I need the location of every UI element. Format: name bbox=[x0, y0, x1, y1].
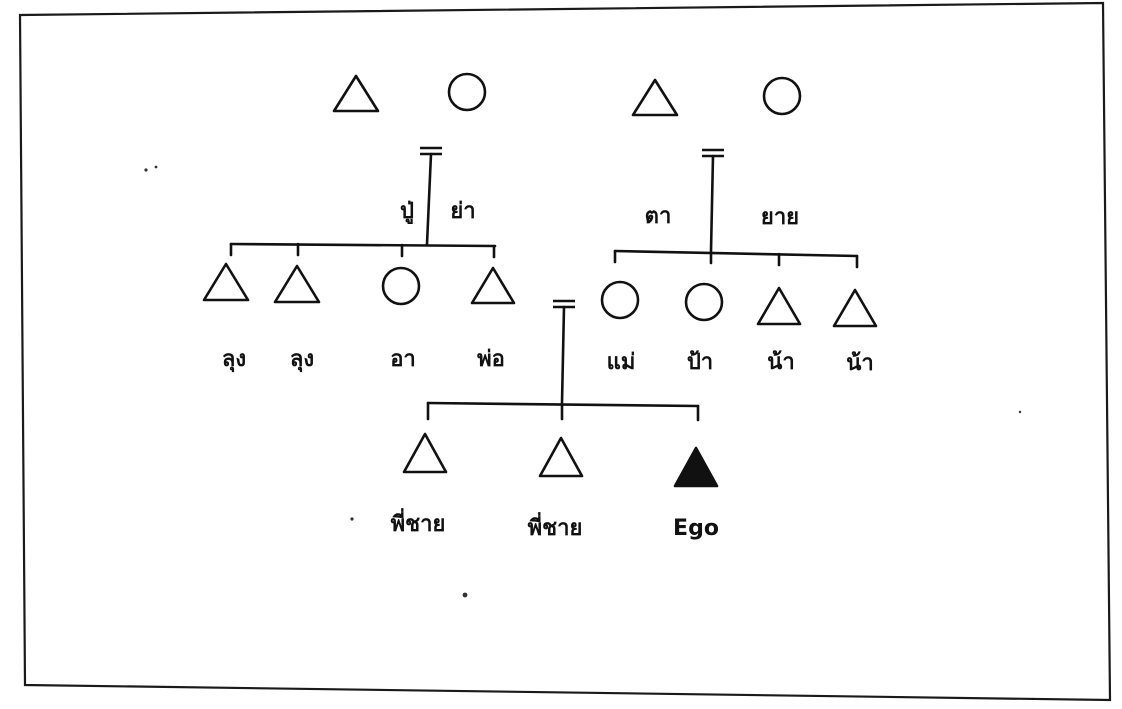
kin-label: ลุง bbox=[222, 347, 246, 373]
male-triangle-symbol bbox=[832, 288, 878, 328]
kin-label: อา bbox=[390, 347, 416, 372]
male-triangle-symbol bbox=[332, 74, 380, 113]
male-triangle-symbol bbox=[756, 286, 802, 326]
kin-label: ยาย bbox=[761, 205, 799, 230]
male-triangle-symbol bbox=[402, 432, 448, 474]
kin-label: ป้า bbox=[687, 350, 713, 375]
kin-label: พี่ชาย bbox=[391, 507, 446, 537]
male-triangle-symbol bbox=[470, 266, 516, 305]
diagram-frame bbox=[18, 1, 1112, 702]
connector-lines bbox=[229, 146, 859, 422]
female-circle-symbol bbox=[684, 282, 724, 322]
kin-label: แม่ bbox=[607, 350, 636, 375]
kin-label: พี่ชาย bbox=[528, 511, 583, 541]
male-triangle-symbol bbox=[273, 264, 321, 304]
sibling-line-paternal bbox=[229, 242, 497, 248]
kin-label: น้า bbox=[767, 350, 794, 375]
female-circle-symbol bbox=[762, 76, 802, 116]
kin-label: ปู่ bbox=[400, 199, 414, 225]
male-triangle-symbol bbox=[538, 436, 584, 478]
female-circle-symbol bbox=[600, 280, 640, 320]
descent-line-paternal bbox=[425, 152, 433, 246]
male-triangle-symbol bbox=[202, 262, 250, 302]
kin-label: ลุง bbox=[290, 347, 314, 373]
kin-label: ตา bbox=[645, 204, 672, 229]
female-circle-symbol bbox=[447, 72, 487, 112]
ego-label: Ego bbox=[673, 516, 719, 541]
kin-label: ย่า bbox=[450, 199, 475, 224]
kin-label: น้า bbox=[846, 351, 873, 376]
descent-line-parents bbox=[560, 305, 566, 405]
descent-line-maternal bbox=[709, 154, 715, 253]
generation-1 bbox=[332, 72, 802, 117]
generation-2 bbox=[202, 262, 878, 328]
sibling-line-maternal bbox=[613, 249, 859, 258]
scan-specks bbox=[144, 165, 1022, 598]
male-triangle-symbol bbox=[631, 78, 679, 117]
kin-label: พ่อ bbox=[477, 347, 505, 372]
kin-term-labels: ปู่ ย่า ตา ยาย ลุง ลุง อา พ่อ แม่ ป้า น้… bbox=[222, 199, 874, 541]
ego-filled-triangle-symbol bbox=[673, 446, 719, 488]
generation-3 bbox=[402, 432, 719, 488]
female-circle-symbol bbox=[381, 266, 421, 306]
